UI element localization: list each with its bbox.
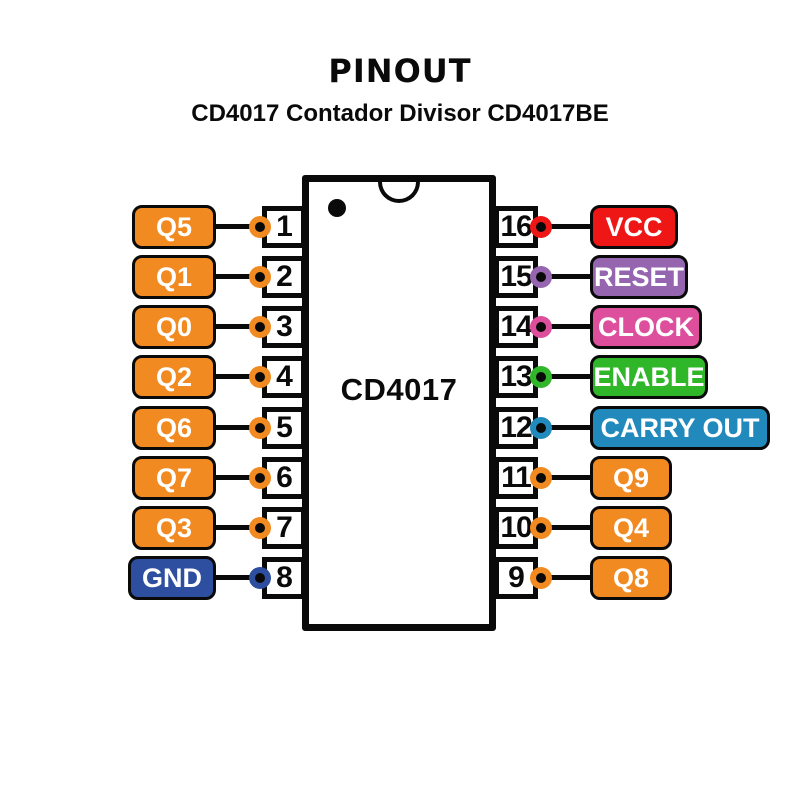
wire (212, 525, 256, 530)
wire (546, 224, 592, 229)
pin-row-14: 14 CLOCK (0, 305, 800, 349)
pin-row-5: Q6 5 (0, 406, 800, 450)
pin-dot (530, 316, 552, 338)
pin-dot (530, 467, 552, 489)
pin-dot (530, 567, 552, 589)
pin-label-clock: CLOCK (590, 305, 702, 349)
pin-dot (249, 216, 271, 238)
pin-number-3: 3 (262, 306, 306, 348)
pin-dot (249, 316, 271, 338)
wire (212, 575, 256, 580)
wire (212, 374, 256, 379)
pin-dot (530, 417, 552, 439)
pin-number-16: 16 (494, 206, 538, 248)
pin-row-12: 12 CARRY OUT (0, 406, 800, 450)
pin-label-q6: Q6 (132, 406, 216, 450)
chip-name: CD4017 (340, 372, 458, 407)
chip-notch (378, 182, 420, 203)
pin-label-vcc: VCC (590, 205, 678, 249)
pin-row-16: 16 VCC (0, 205, 800, 249)
pin-dot (249, 417, 271, 439)
page-title: PINOUT (328, 52, 472, 90)
pin-label-q1: Q1 (132, 255, 216, 299)
wire (212, 224, 256, 229)
pin-row-3: Q0 3 (0, 305, 800, 349)
pin-row-10: 10 Q4 (0, 506, 800, 550)
pin-row-7: Q3 7 (0, 506, 800, 550)
pin-row-11: 11 Q9 (0, 456, 800, 500)
pin-dot (530, 216, 552, 238)
wire (546, 324, 592, 329)
pin-row-13: 13 ENABLE (0, 355, 800, 399)
wire (546, 525, 592, 530)
pin-row-4: Q2 4 (0, 355, 800, 399)
pin-label-q9: Q9 (590, 456, 672, 500)
wire (546, 374, 592, 379)
pin-label-q5: Q5 (132, 205, 216, 249)
pin-label-q4: Q4 (590, 506, 672, 550)
pin-label-q0: Q0 (132, 305, 216, 349)
pin-label-gnd: GND (128, 556, 216, 600)
pin-row-15: 15 RESET (0, 255, 800, 299)
pin-label-q8: Q8 (590, 556, 672, 600)
pin-row-6: Q7 6 (0, 456, 800, 500)
pin-dot (249, 366, 271, 388)
pin-number-12: 12 (494, 407, 538, 449)
pin-label-reset: RESET (590, 255, 688, 299)
pin-dot (249, 567, 271, 589)
page-subtitle: CD4017 Contador Divisor CD4017BE (191, 100, 609, 127)
pin-dot (249, 517, 271, 539)
wire (212, 475, 256, 480)
pin-row-9: 9 Q8 (0, 556, 800, 600)
pin-dot (530, 266, 552, 288)
pin-label-q3: Q3 (132, 506, 216, 550)
wire (546, 425, 592, 430)
pin-label-q7: Q7 (132, 456, 216, 500)
pin-row-2: Q1 2 (0, 255, 800, 299)
pin-number-7: 7 (262, 507, 306, 549)
pin-dot (249, 266, 271, 288)
wire (546, 575, 592, 580)
pin-row-8: GND 8 (0, 556, 800, 600)
pin-label-q2: Q2 (132, 355, 216, 399)
wire (212, 324, 256, 329)
pin-dot (530, 517, 552, 539)
wire (212, 274, 256, 279)
wire (546, 475, 592, 480)
wire (546, 274, 592, 279)
pin-label-carry-out: CARRY OUT (590, 406, 770, 450)
ic-chip-body: CD4017 (302, 175, 496, 631)
pin-dot (249, 467, 271, 489)
wire (212, 425, 256, 430)
pin-label-enable: ENABLE (590, 355, 708, 399)
pin-dot (530, 366, 552, 388)
pin1-indicator-dot (328, 199, 346, 217)
